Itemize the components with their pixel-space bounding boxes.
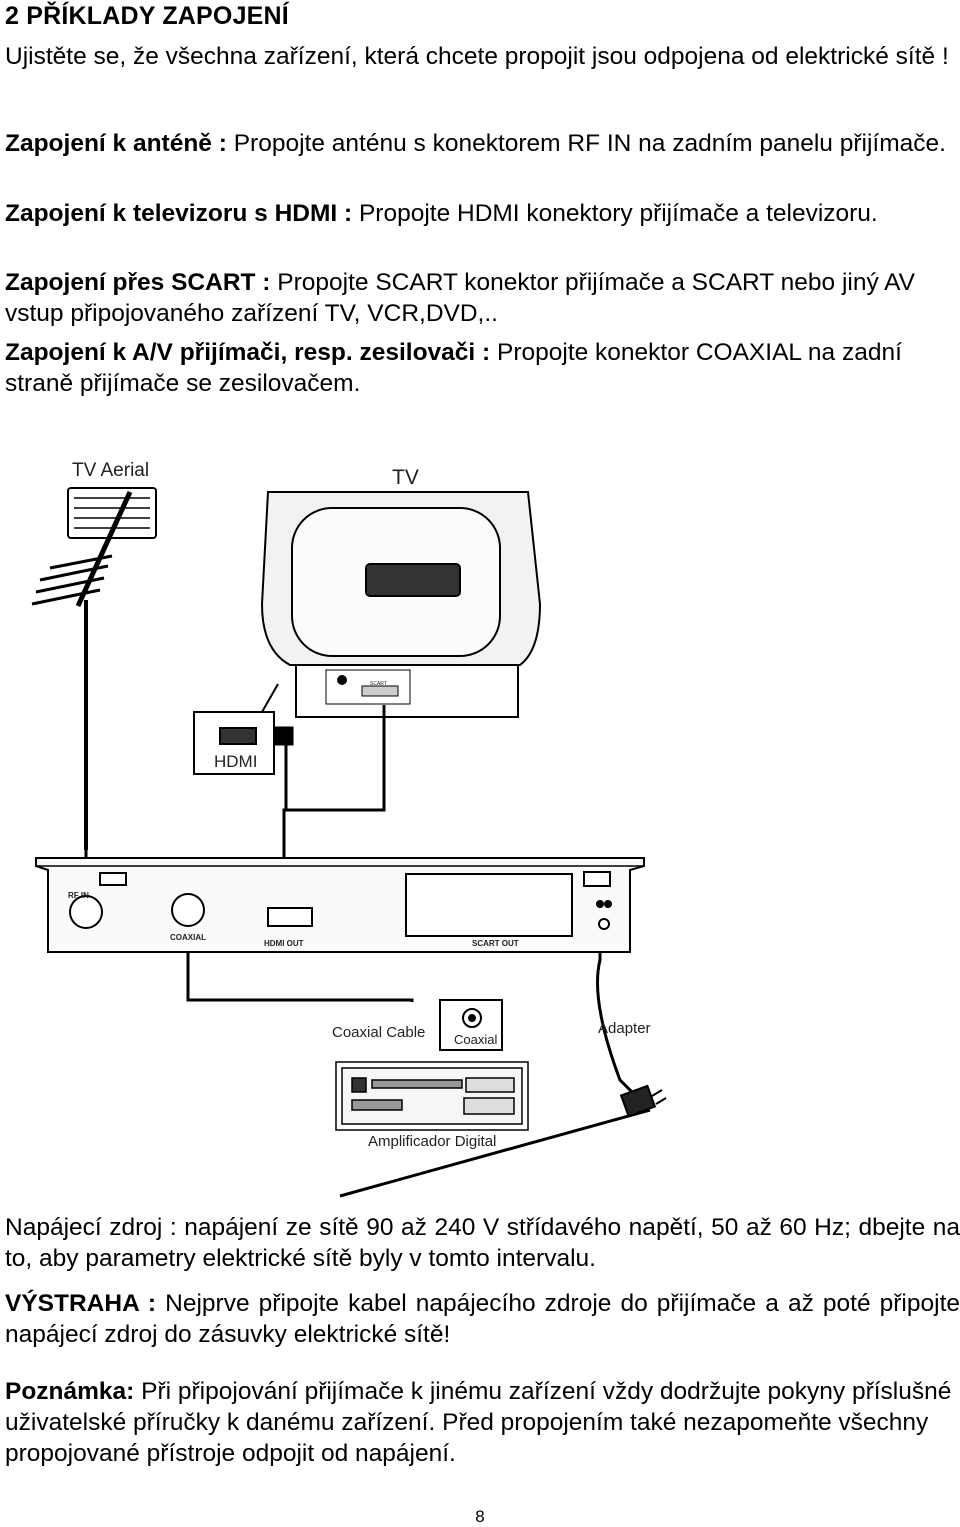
amplifier-label: Amplificador Digital — [368, 1133, 496, 1150]
intro-paragraph: Ujistěte se, že všechna zařízení, která … — [5, 43, 949, 70]
warning-label: VÝSTRAHA : — [5, 1290, 157, 1317]
note-label: Poznámka: — [5, 1378, 135, 1405]
tv-set — [260, 491, 542, 718]
connection-hdmi: Zapojení k televizoru s HDMI : Propojte … — [5, 198, 960, 229]
coaxial-detail — [439, 999, 503, 1051]
tv-scart-label: SCART — [370, 681, 387, 687]
section-heading: 2 PŘÍKLADY ZAPOJENÍ — [5, 2, 289, 30]
tv-aerial — [31, 487, 157, 850]
connection-av-label: Zapojení k A/V přijímači, resp. zesilova… — [5, 339, 491, 366]
power-paragraph: Napájecí zdroj : napájení ze sítě 90 až … — [5, 1214, 960, 1272]
tv-aerial-label: TV Aerial — [72, 460, 149, 481]
connection-scart-label: Zapojení přes SCART : — [5, 269, 271, 296]
warning-paragraph: VÝSTRAHA : Nejprve připojte kabel napáje… — [5, 1288, 960, 1350]
hdmi-out-label: HDMI OUT — [264, 939, 304, 948]
rf-in-label: RF IN — [68, 891, 89, 900]
connection-hdmi-text: Propojte HDMI konektory přijímače a tele… — [352, 200, 878, 227]
adapter-label: Adapter — [598, 1020, 651, 1037]
amplifier — [335, 1061, 529, 1131]
coaxial-cable-label: Coaxial Cable — [332, 1024, 425, 1041]
warning-text: Nejprve připojte kabel napájecího zdroje… — [5, 1290, 960, 1348]
connection-diagram: TV Aerial TV SCART HDMI — [31, 460, 667, 1198]
connection-scart: Zapojení přes SCART : Propojte SCART kon… — [5, 267, 960, 329]
hdmi-label: HDMI — [214, 752, 257, 771]
connection-av-text: Propojte konektor COAXIAL na zadní stran… — [5, 339, 902, 397]
receiver — [35, 857, 645, 953]
connection-scart-text: Propojte SCART konektor přijímače a SCAR… — [5, 269, 916, 327]
coaxial-box-label: Coaxial — [454, 1032, 497, 1047]
connection-av-receiver: Zapojení k A/V přijímači, resp. zesilova… — [5, 337, 960, 399]
connection-antenna-text: Propojte anténu s konektorem RF IN na za… — [226, 130, 946, 157]
page-number: 8 — [475, 1507, 485, 1526]
tv-label: TV — [392, 466, 419, 489]
note-text: Při připojování přijímače k jinému zaříz… — [5, 1378, 952, 1467]
connection-antenna: Zapojení k anténě : Propojte anténu s ko… — [5, 128, 960, 159]
connection-antenna-label: Zapojení k anténě : — [5, 130, 227, 157]
scart-out-label: SCART OUT — [472, 939, 519, 948]
note-paragraph: Poznámka: Při připojování přijímače k ji… — [5, 1376, 960, 1469]
adapter — [619, 1084, 667, 1118]
coaxial-port-label: COAXIAL — [170, 933, 206, 942]
connection-hdmi-label: Zapojení k televizoru s HDMI : — [5, 200, 353, 227]
hdmi-detail — [193, 683, 279, 775]
